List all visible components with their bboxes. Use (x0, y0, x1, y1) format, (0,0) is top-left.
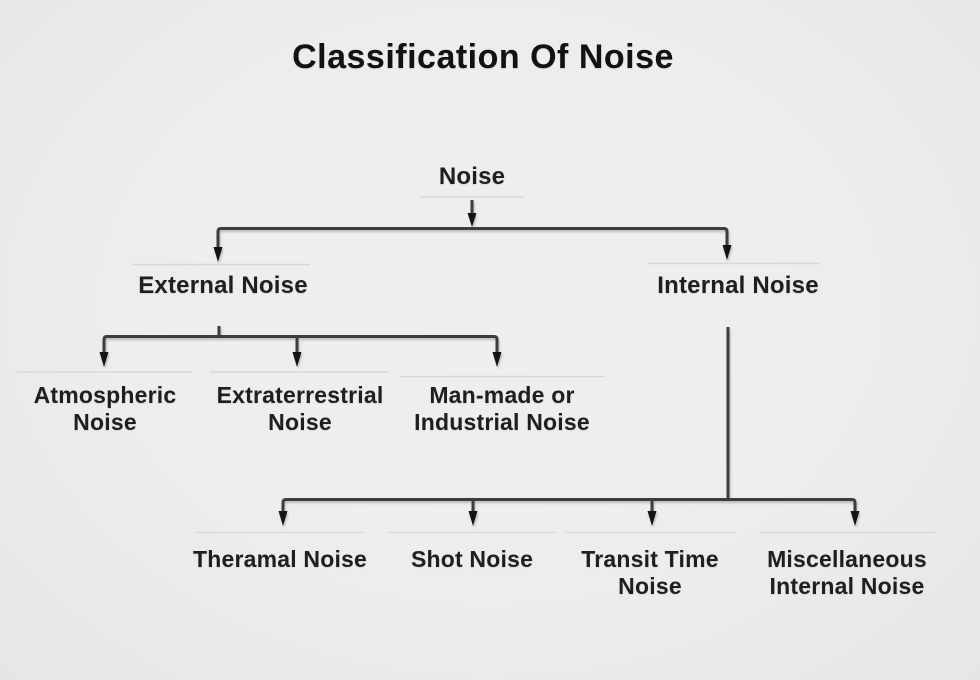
node-manmade-industrial-noise: Man-made or Industrial Noise (414, 382, 590, 436)
node-shot-noise: Shot Noise (410, 546, 534, 572)
edge-level1-bar (216, 227, 729, 249)
arrowhead-extraterrestrial (292, 352, 302, 367)
edge-external-children-bar (102, 335, 499, 352)
arrowhead-transit (647, 511, 657, 526)
arrowhead-miscellaneous (850, 511, 860, 526)
tree-edges (102, 200, 857, 511)
arrowhead-atmospheric (99, 352, 109, 367)
label-separator-lines (17, 196, 935, 534)
diagram-title: Classification Of Noise (292, 38, 674, 76)
node-external-noise: External Noise (138, 272, 308, 299)
node-miscellaneous-internal-noise: Miscellaneous Internal Noise (767, 546, 927, 600)
arrowhead-manmade (492, 352, 502, 367)
arrowhead-external (213, 247, 223, 262)
node-extraterrestrial-noise: Extraterrestrial Noise (216, 382, 384, 436)
edge-internal-children-bar (281, 498, 857, 511)
node-noise: Noise (438, 163, 506, 190)
arrowhead-shot (468, 511, 478, 526)
arrowhead-theramal (278, 511, 288, 526)
node-theramal-noise: Theramal Noise (192, 546, 368, 572)
arrowhead-internal (722, 245, 732, 260)
arrowhead-root (467, 213, 477, 227)
node-atmospheric-noise: Atmospheric Noise (33, 382, 177, 436)
node-internal-noise: Internal Noise (657, 272, 819, 299)
tree-arrowheads (99, 213, 860, 526)
node-transit-time-noise: Transit Time Noise (581, 546, 719, 600)
